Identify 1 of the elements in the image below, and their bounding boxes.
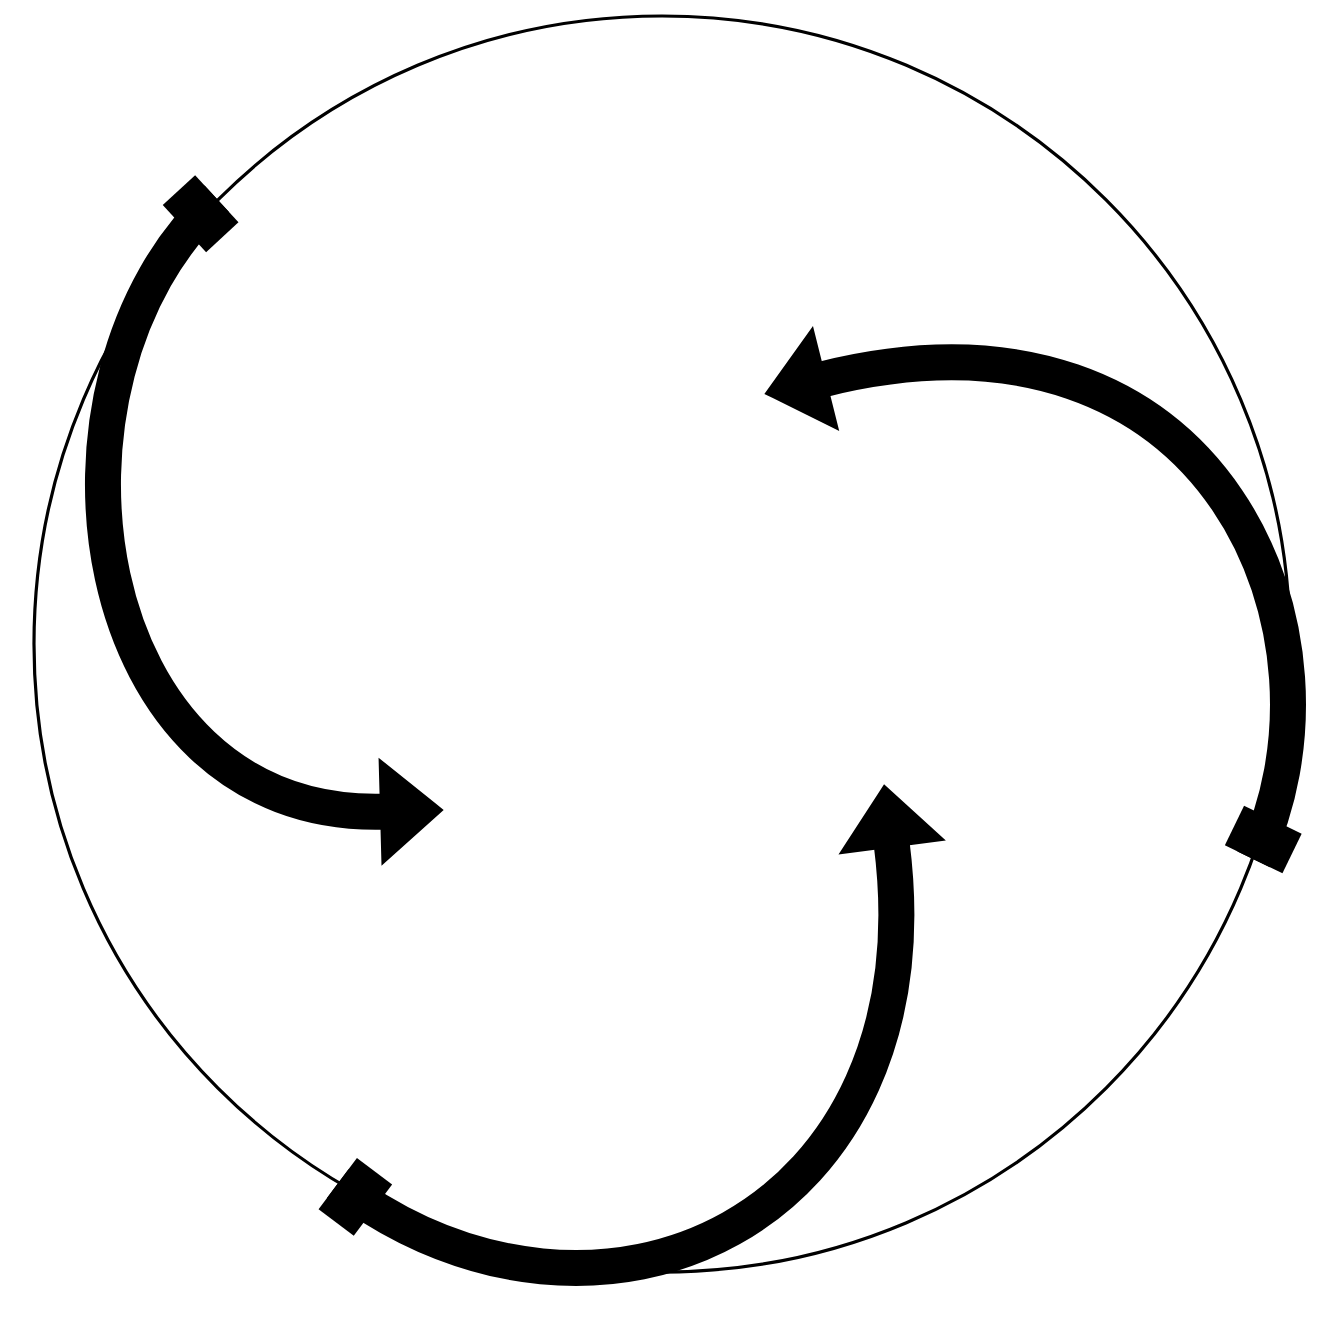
circle-outline	[32, 14, 1292, 1274]
